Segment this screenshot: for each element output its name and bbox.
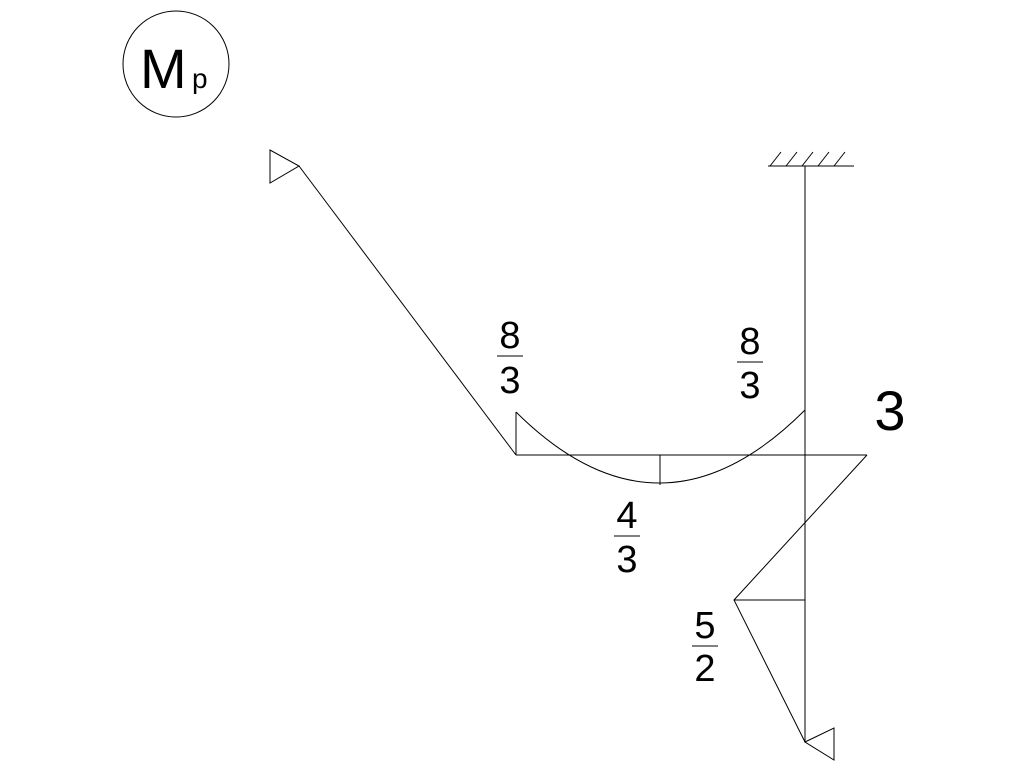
label-column-top-value: 3 <box>874 379 905 442</box>
beam-mid-numerator: 4 <box>616 495 637 537</box>
right-joint-denominator: 3 <box>739 365 760 407</box>
left-pin-support-icon <box>269 149 301 184</box>
beam-mid-denominator: 3 <box>616 539 637 581</box>
column-moment-diagram <box>733 454 868 743</box>
label-column-lower-fraction: 5 2 <box>692 605 718 690</box>
title-circle <box>122 10 230 118</box>
column-lower-numerator: 5 <box>694 605 715 647</box>
label-beam-mid-fraction: 4 3 <box>614 495 640 581</box>
title-letter: M <box>140 37 187 100</box>
diagram-title: M p <box>122 10 230 118</box>
fixed-support-icon <box>768 151 854 167</box>
left-joint-denominator: 3 <box>499 360 520 402</box>
column-lower-denominator: 2 <box>694 648 715 690</box>
left-joint-numerator: 8 <box>499 315 520 357</box>
label-right-joint-fraction: 8 3 <box>737 321 763 407</box>
inclined-member <box>298 165 517 456</box>
label-left-joint-fraction: 8 3 <box>497 315 523 402</box>
bottom-pin-support-icon <box>803 727 835 761</box>
title-subscript: p <box>192 63 208 94</box>
right-joint-numerator: 8 <box>739 321 760 363</box>
